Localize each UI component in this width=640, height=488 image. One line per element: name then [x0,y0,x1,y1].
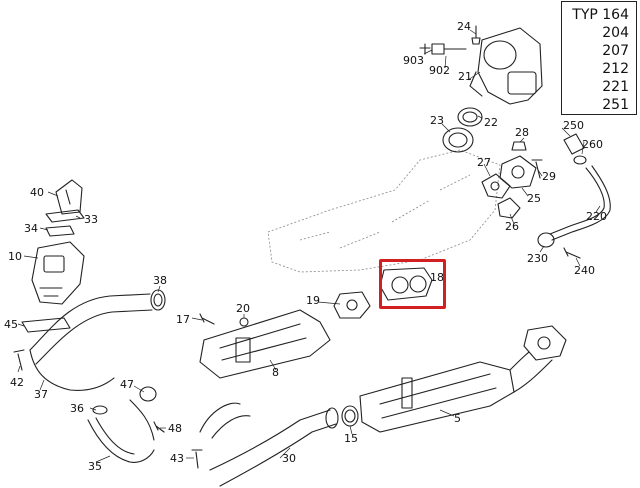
ring-part-38 [150,289,166,311]
callout-27: 27 [477,156,491,169]
bolt-part-48 [153,421,165,433]
callout-230: 230 [527,252,548,265]
flange-part-19 [333,291,371,319]
callout-36: 36 [70,402,84,415]
egr-cooler-part-8 [199,309,331,379]
callout-17: 17 [176,313,190,326]
gasket-part-33 [45,209,85,223]
gasket-part-27 [481,173,511,199]
clamp-part-230 [537,232,555,248]
type-code: 204 [602,25,629,41]
type-code: 207 [602,43,629,59]
callout-45: 45 [4,318,18,331]
connector-part-903 [419,43,431,55]
callout-43: 43 [170,452,184,465]
leader-lines [17,29,601,463]
bolt-part-240 [563,247,581,259]
pipe-part-30 [199,402,339,487]
callout-35: 35 [88,460,102,473]
callout-23: 23 [430,114,444,127]
callout-29: 29 [542,170,556,183]
type-prefix: TYP [572,7,598,23]
callout-10: 10 [8,250,22,263]
bolt-part-42 [13,349,25,371]
gasket-part-34 [45,225,75,237]
callout-250: 250 [563,119,584,132]
highlight-frame-part-18 [379,259,446,309]
callout-8: 8 [272,366,279,379]
type-code-list: TYP 164 204 207 212 221 251 [572,6,629,114]
gasket-part-26 [497,197,521,219]
callout-19: 19 [306,294,320,307]
clamp-part-47 [139,386,157,402]
callout-30: 30 [282,452,296,465]
flange-part-25 [499,155,537,189]
callout-903: 903 [403,54,424,67]
type-code: 221 [602,79,629,95]
type-code: 212 [602,61,629,77]
clip-part-36 [92,405,108,415]
type-code: 164 [602,7,629,23]
callout-38: 38 [153,274,167,287]
housing-part-40 [55,179,83,215]
gasket-part-22 [457,107,483,127]
callout-40: 40 [30,186,44,199]
callout-37: 37 [34,388,48,401]
fitting-part-250 [563,133,585,155]
callout-47: 47 [120,378,134,391]
pipe-part-37 [29,293,153,391]
callout-labels: 24 903 902 21 22 23 28 27 29 25 26 250 2… [4,20,607,473]
callout-902: 902 [429,64,450,77]
bolt-part-43 [191,449,203,469]
screw-part-24 [471,25,481,45]
callout-240: 240 [574,264,595,277]
egr-cooler-part-5 [359,325,567,433]
callout-22: 22 [484,116,498,129]
callout-260: 260 [582,138,603,151]
callout-18: 18 [430,271,444,284]
gasket-part-18 [379,267,433,301]
callout-48: 48 [168,422,182,435]
callout-15: 15 [344,432,358,445]
type-code: 251 [602,97,629,113]
callout-42: 42 [10,376,24,389]
nut-part-20 [239,317,249,327]
callout-21: 21 [458,70,472,83]
gasket-part-23 [442,127,474,153]
callout-25: 25 [527,192,541,205]
callout-33: 33 [84,213,98,226]
hose-part-35 [87,399,155,463]
ring-part-15 [341,405,359,427]
screw-part-17 [199,313,215,325]
callout-220: 220 [586,210,607,223]
type-panel: TYP 164 204 207 212 221 251 [561,1,637,115]
callout-5: 5 [454,412,461,425]
pipe-part-220 [549,165,611,241]
type-row-1: TYP 164 [572,6,629,24]
egr-valve-part-10 [31,241,85,305]
callout-28: 28 [515,126,529,139]
egr-actuator-part-21 [469,27,543,105]
nut-part-28 [511,141,527,151]
sensor-part-902 [431,43,467,55]
engine-block-ghost-outline [267,149,501,273]
callout-24: 24 [457,20,471,33]
callout-20: 20 [236,302,250,315]
gasket-part-45 [21,317,71,333]
callout-26: 26 [505,220,519,233]
ring-part-260 [573,155,587,165]
callout-34: 34 [24,222,38,235]
